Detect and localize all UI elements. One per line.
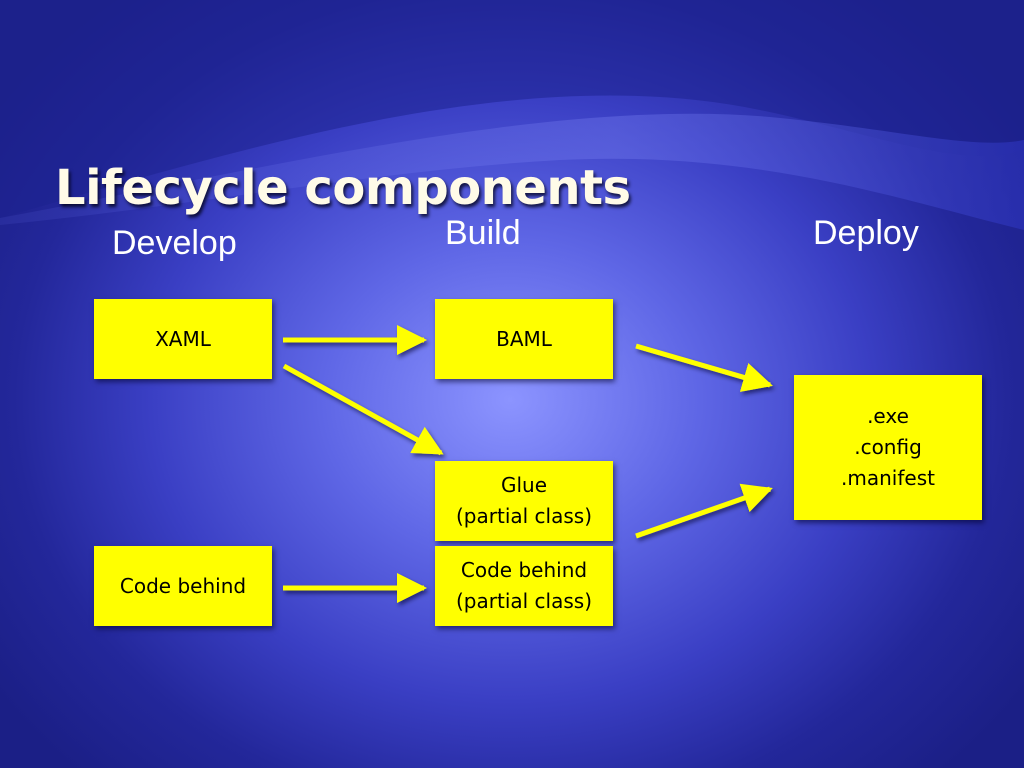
column-heading-develop: Develop bbox=[112, 224, 237, 262]
output-box-line: .manifest bbox=[841, 466, 935, 490]
xaml-box-line: XAML bbox=[155, 326, 211, 351]
column-heading-deploy: Deploy bbox=[813, 214, 919, 252]
code-behind-partial-box-line: Code behind bbox=[460, 558, 588, 582]
code-behind-partial-class-box: Code behind (partial class) bbox=[435, 546, 613, 626]
baml-box-line: BAML bbox=[496, 326, 552, 351]
baml-box: BAML bbox=[435, 299, 613, 379]
output-box-line: .config bbox=[854, 435, 922, 459]
glue-partial-class-box: Glue (partial class) bbox=[435, 461, 613, 541]
code-behind-partial-box-line: (partial class) bbox=[456, 589, 592, 613]
xaml-box: XAML bbox=[94, 299, 272, 379]
glue-box-line: (partial class) bbox=[456, 504, 592, 528]
deploy-output-box: .exe .config .manifest bbox=[794, 375, 982, 520]
output-box-line: .exe bbox=[867, 404, 909, 428]
column-heading-build: Build bbox=[445, 214, 521, 252]
code-behind-source-box-line: Code behind bbox=[119, 573, 247, 598]
glue-box-line: Glue bbox=[500, 473, 548, 497]
code-behind-source-box: Code behind bbox=[94, 546, 272, 626]
page-title: Lifecycle components bbox=[55, 160, 631, 216]
